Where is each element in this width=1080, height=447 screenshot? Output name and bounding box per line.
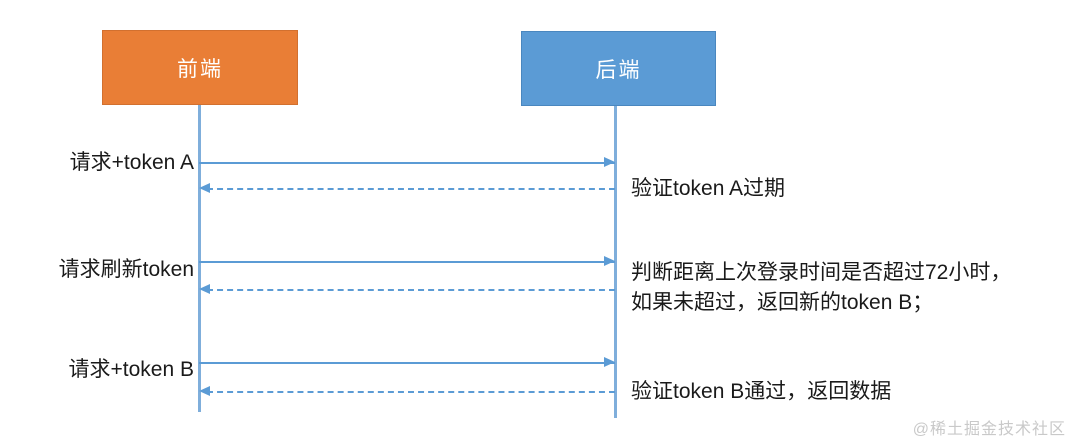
watermark: @稀土掘金技术社区 (912, 421, 1066, 438)
arrowhead-left-icon-2 (199, 183, 210, 193)
message-label-6: 验证token B通过，返回数据 (631, 380, 892, 403)
arrowhead-left-icon-6 (199, 386, 210, 396)
message-label-4-line1: 判断距离上次登录时间是否超过72小时， (631, 261, 1012, 284)
participant-label-backend: 后端 (595, 58, 642, 82)
arrowhead-right-icon-1 (604, 157, 615, 167)
participant-box-frontend: 前端 (102, 30, 298, 105)
lifeline-frontend (198, 105, 201, 412)
message-label-2: 验证token A过期 (631, 177, 786, 200)
message-label-5: 请求+token B (68, 358, 194, 381)
message-line-4 (207, 289, 615, 291)
participant-box-backend: 后端 (521, 31, 716, 106)
message-label-3: 请求刷新token (58, 258, 194, 281)
arrowhead-right-icon-5 (604, 357, 615, 367)
message-line-6 (207, 391, 615, 393)
message-label-4-line2: 如果未超过，返回新的token B； (631, 291, 934, 314)
lifeline-backend (614, 106, 617, 418)
arrowhead-right-icon-3 (604, 256, 615, 266)
message-line-5 (199, 362, 615, 364)
message-label-1: 请求+token A (69, 151, 194, 174)
message-line-3 (199, 261, 615, 263)
message-line-2 (207, 188, 615, 190)
message-line-1 (199, 162, 615, 164)
arrowhead-left-icon-4 (199, 284, 210, 294)
message-label-4: 判断距离上次登录时间是否超过72小时， 如果未超过，返回新的token B； (631, 258, 1011, 318)
participant-label-frontend: 前端 (177, 57, 223, 81)
